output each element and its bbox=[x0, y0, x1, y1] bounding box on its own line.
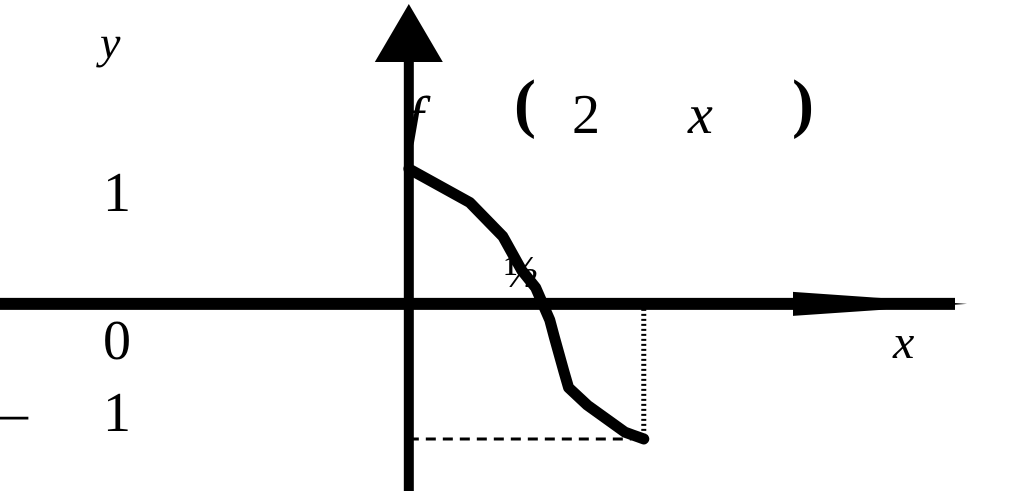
title-function-name: f bbox=[407, 85, 431, 151]
x-tick-label-half: ½ bbox=[504, 246, 539, 297]
labels: y x 1 0 – 1 ½ f ( 2 x ) bbox=[0, 17, 914, 444]
y-axis-arrowhead bbox=[374, 4, 443, 62]
curve-group bbox=[403, 163, 650, 445]
title-close-paren: ) bbox=[792, 67, 814, 140]
x-axis-arrowhead bbox=[793, 291, 967, 316]
function-curve bbox=[403, 163, 650, 445]
title-variable: x bbox=[687, 84, 713, 146]
y-tick-label-1: 1 bbox=[103, 162, 131, 224]
y-tick-label-neg-1: 1 bbox=[103, 382, 131, 444]
axes bbox=[0, 4, 967, 491]
negative-sign: – bbox=[0, 382, 29, 444]
guide-lines bbox=[408, 303, 647, 441]
x-axis-label: x bbox=[892, 316, 914, 369]
y-axis-label: y bbox=[96, 17, 121, 68]
title-open-paren: ( bbox=[514, 67, 536, 140]
title-coefficient: 2 bbox=[572, 84, 600, 146]
origin-label: 0 bbox=[103, 310, 131, 372]
